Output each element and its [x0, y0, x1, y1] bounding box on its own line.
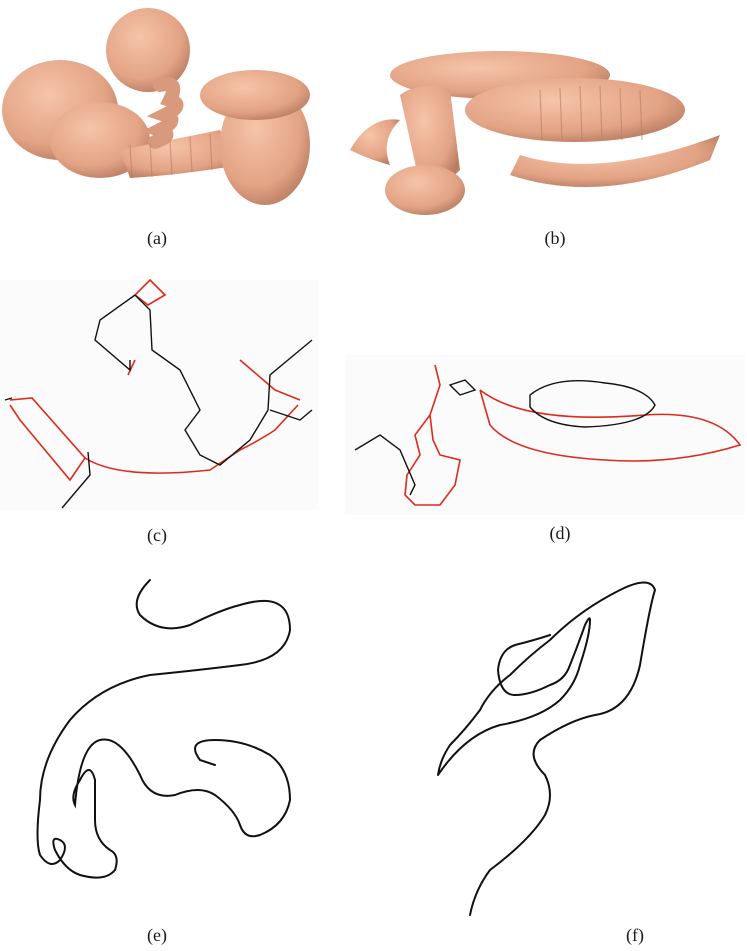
panel-d-label: (d) [549, 523, 571, 543]
colon-surface-b [350, 51, 720, 215]
panel-c-centerlines: (c) [0, 278, 320, 545]
smooth-curve-e [36, 579, 292, 879]
panel-b-label: (b) [544, 228, 566, 248]
panel-a-colon-rendering: (a) [0, 0, 330, 248]
colon-surface-a [2, 8, 310, 205]
curve-e [36, 579, 292, 879]
panel-c-label: (c) [147, 525, 167, 545]
centerline-red-d [404, 364, 742, 506]
centerline-black-c [4, 294, 313, 509]
panel-d-centerlines: (d) [345, 355, 745, 543]
centerline-plot-c [4, 278, 313, 509]
centerline-plot-d [354, 364, 742, 506]
panel-f-smooth-curve: (f) [420, 570, 740, 945]
panel-f-label: (f) [626, 925, 644, 945]
centerline-red-c [9, 278, 301, 482]
smooth-curve-f [437, 581, 657, 916]
panel-b-colon-rendering: (b) [340, 40, 740, 248]
panel-e-label: (e) [147, 925, 167, 945]
centerline-black-d [354, 379, 656, 496]
curve-f [437, 581, 657, 916]
panel-a-label: (a) [147, 228, 167, 248]
panel-e-smooth-curve: (e) [0, 570, 320, 945]
